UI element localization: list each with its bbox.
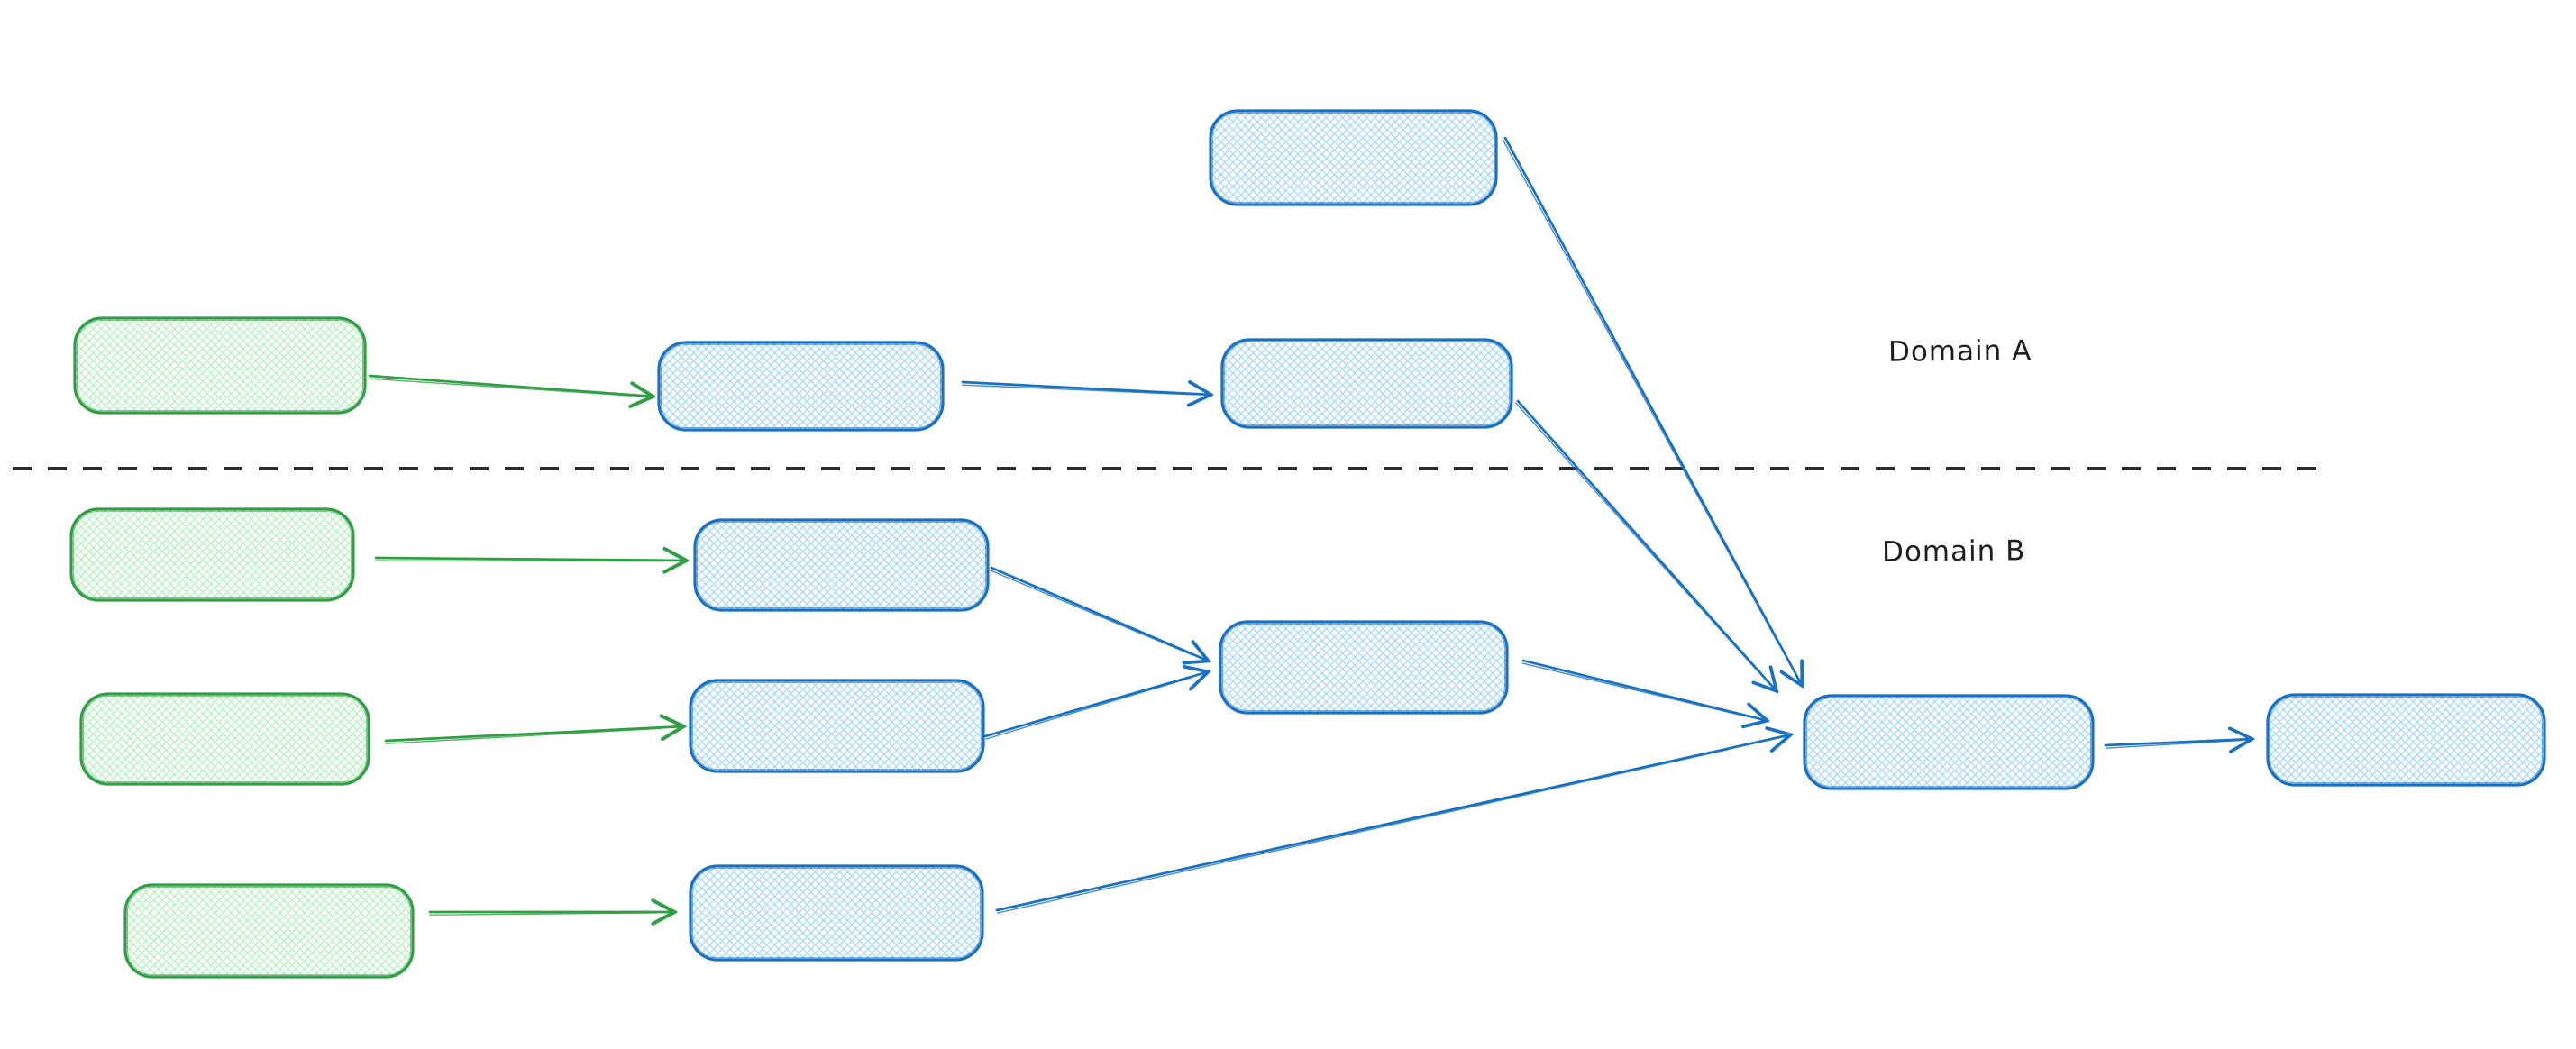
arrow-hub-to-aggregator[interactable] <box>1521 659 1770 729</box>
arrow-domain-b-step-3-to-aggregator[interactable] <box>995 726 1794 914</box>
arrow-domain-b-source-2-to-step-2[interactable] <box>384 714 687 744</box>
node-domain-a-step-2[interactable] <box>1220 338 1513 429</box>
node-domain-b-step-2[interactable] <box>689 679 985 773</box>
arrow-domain-a-source-to-step-1[interactable] <box>368 374 656 408</box>
arrow-domain-a-step-1-to-step-2[interactable] <box>961 380 1214 407</box>
arrow-domain-b-step-1-to-hub[interactable] <box>990 566 1211 665</box>
domain-a-label[interactable]: Domain A <box>1887 334 2032 369</box>
node-domain-a-source[interactable] <box>73 316 367 415</box>
node-domain-b-step-3[interactable] <box>689 864 984 962</box>
node-aggregator[interactable] <box>1803 694 2095 790</box>
node-output[interactable] <box>2266 693 2546 787</box>
arrow-domain-b-source-1-to-step-1[interactable] <box>374 546 690 574</box>
node-domain-b-source-1[interactable] <box>69 507 355 602</box>
arrow-domain-a-step-2-to-aggregator[interactable] <box>1514 399 1779 694</box>
node-domain-b-hub[interactable] <box>1219 620 1509 715</box>
node-domain-b-step-1[interactable] <box>693 518 990 612</box>
arrow-aggregator-to-output[interactable] <box>2104 726 2255 753</box>
node-domain-b-source-2[interactable] <box>79 692 370 786</box>
arrow-domain-b-step-2-to-hub[interactable] <box>983 664 1211 740</box>
node-external-input[interactable] <box>1209 109 1498 206</box>
arrow-external-input-to-aggregator[interactable] <box>1502 136 1804 689</box>
arrow-domain-b-source-3-to-step-3[interactable] <box>428 898 678 926</box>
domain-b-label[interactable]: Domain B <box>1881 534 2026 569</box>
node-domain-a-step-1[interactable] <box>657 341 945 432</box>
node-domain-b-source-3[interactable] <box>123 883 415 979</box>
